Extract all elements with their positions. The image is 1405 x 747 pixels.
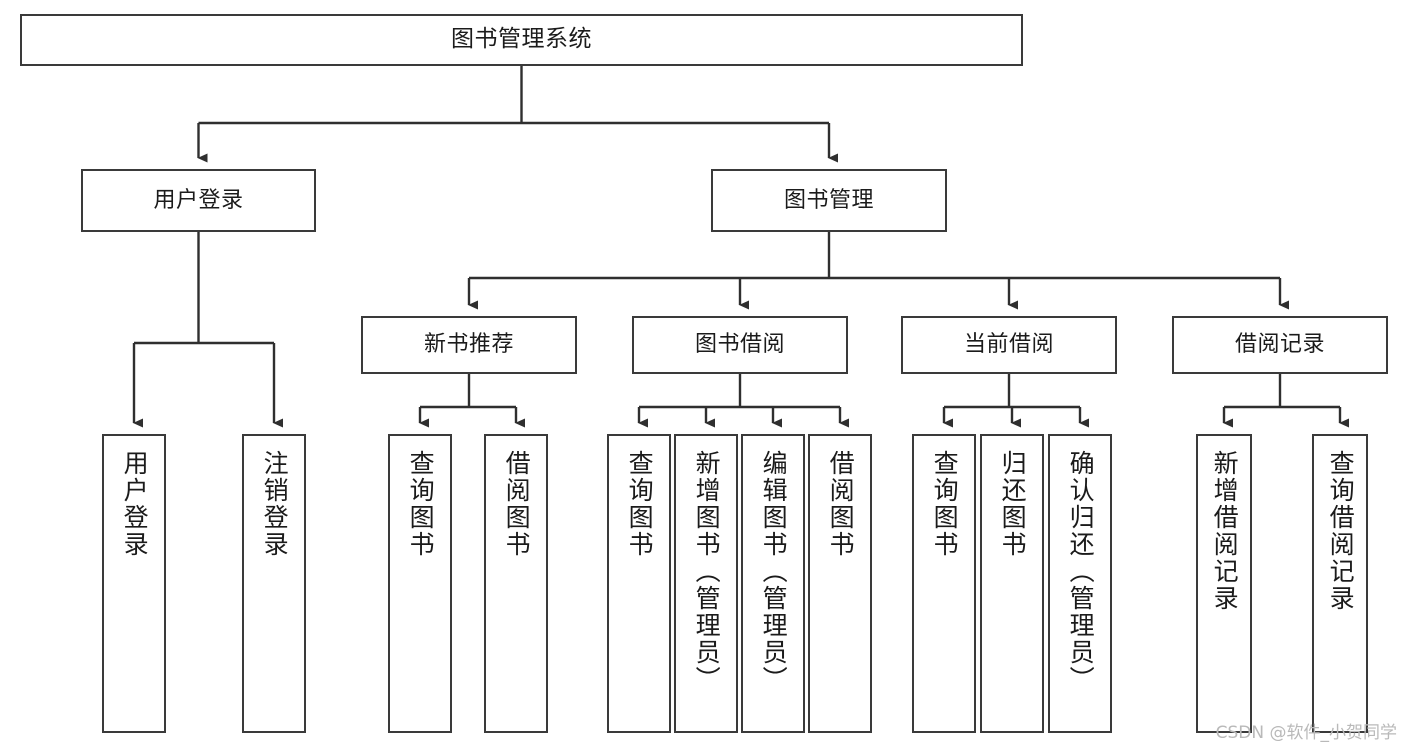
node-leaf-add-book[interactable]: 新增图书（管理员）: [674, 434, 738, 733]
node-leaf-query-book-2[interactable]: 查询图书: [607, 434, 671, 733]
connector-bus: [198, 66, 829, 125]
node-borrow-record[interactable]: 借阅记录: [1172, 316, 1388, 374]
node-label: 借阅图书: [502, 450, 532, 558]
node-label: 新书推荐: [423, 332, 514, 358]
node-label: 新增图书（管理员）: [692, 450, 722, 693]
node-label: 归还图书: [998, 450, 1028, 558]
node-label: 用户登录: [153, 187, 244, 213]
node-label: 确认归还（管理员）: [1066, 450, 1096, 693]
node-label: 查询图书: [406, 450, 436, 558]
node-label: 用户登录: [120, 450, 150, 558]
connector-bus: [1224, 374, 1340, 409]
connector-bus: [134, 232, 274, 345]
watermark-text: CSDN @软件_小贺同学: [1215, 723, 1397, 743]
node-new-book-rec[interactable]: 新书推荐: [361, 316, 577, 374]
connector-bus: [420, 374, 516, 409]
node-label: 查询图书: [930, 450, 960, 558]
node-label: 图书管理: [783, 187, 874, 213]
node-leaf-query-book-3[interactable]: 查询图书: [912, 434, 976, 733]
node-leaf-edit-book[interactable]: 编辑图书（管理员）: [741, 434, 805, 733]
node-leaf-borrow-book-1[interactable]: 借阅图书: [484, 434, 548, 733]
node-label: 图书管理系统: [451, 26, 592, 53]
node-label: 借阅图书: [826, 450, 856, 558]
node-leaf-logout[interactable]: 注销登录: [242, 434, 306, 733]
node-label: 当前借阅: [963, 332, 1054, 358]
node-book-borrow[interactable]: 图书借阅: [632, 316, 848, 374]
node-leaf-return-book[interactable]: 归还图书: [980, 434, 1044, 733]
node-book-manage[interactable]: 图书管理: [711, 169, 947, 232]
node-leaf-add-record[interactable]: 新增借阅记录: [1196, 434, 1252, 733]
node-label: 编辑图书（管理员）: [759, 450, 789, 693]
node-root-system[interactable]: 图书管理系统: [20, 14, 1023, 66]
node-leaf-confirm-return[interactable]: 确认归还（管理员）: [1048, 434, 1112, 733]
node-leaf-query-book-1[interactable]: 查询图书: [388, 434, 452, 733]
node-label: 新增借阅记录: [1210, 450, 1240, 612]
node-label: 查询借阅记录: [1326, 450, 1356, 612]
node-current-borrow[interactable]: 当前借阅: [901, 316, 1117, 374]
node-leaf-query-record[interactable]: 查询借阅记录: [1312, 434, 1368, 733]
connector-bus: [639, 374, 840, 409]
node-label: 借阅记录: [1234, 332, 1325, 358]
node-leaf-user-login[interactable]: 用户登录: [102, 434, 166, 733]
node-user-login[interactable]: 用户登录: [81, 169, 316, 232]
node-label: 查询图书: [625, 450, 655, 558]
node-label: 图书借阅: [694, 332, 785, 358]
node-label: 注销登录: [260, 450, 290, 558]
connector-bus: [469, 232, 1280, 280]
connector-bus: [944, 374, 1080, 409]
node-leaf-borrow-book-2[interactable]: 借阅图书: [808, 434, 872, 733]
